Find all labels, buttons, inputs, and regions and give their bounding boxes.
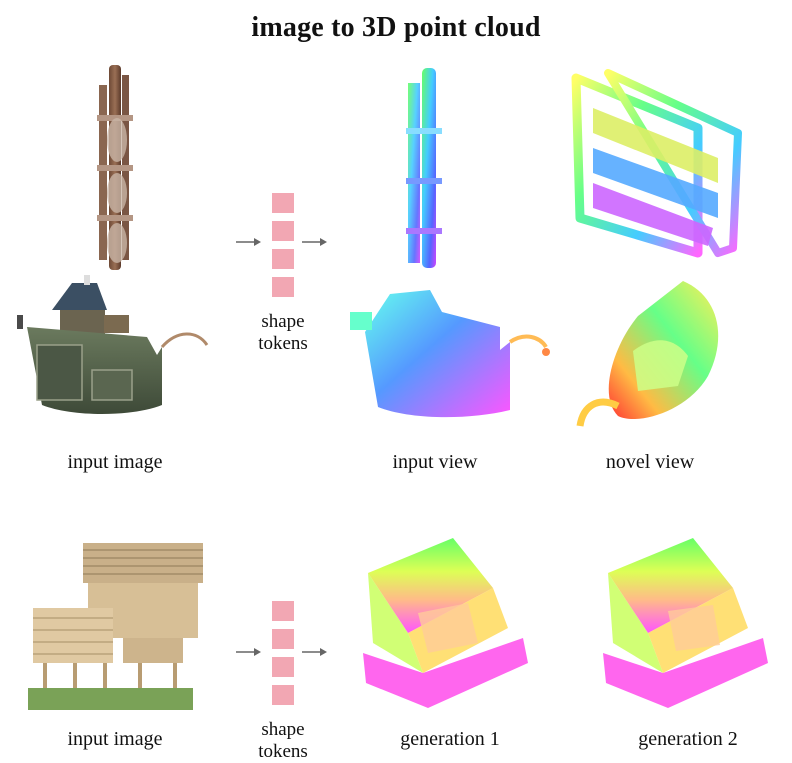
input-image-shelf bbox=[97, 65, 133, 270]
shape-tokens-label-line1: shape bbox=[261, 719, 305, 740]
input-image-label: input image bbox=[67, 728, 163, 750]
shape-tokens-label: shape tokens bbox=[248, 311, 318, 355]
figure-title: image to 3D point cloud bbox=[251, 12, 541, 43]
shape-token bbox=[272, 249, 294, 269]
shape-token bbox=[272, 657, 294, 677]
point-cloud-boat-novel-view bbox=[576, 281, 719, 427]
arrow-input-to-tokens-2 bbox=[236, 648, 261, 656]
shape-token bbox=[272, 601, 294, 621]
shape-tokens-label: shape tokens bbox=[248, 719, 318, 763]
novel-view-label: novel view bbox=[605, 451, 695, 473]
input-view-label: input view bbox=[392, 451, 478, 473]
shape-token bbox=[272, 629, 294, 649]
point-cloud-shelf-novel-view bbox=[571, 69, 742, 258]
shape-token bbox=[272, 685, 294, 705]
point-cloud-shelf-input-view bbox=[406, 68, 442, 268]
arrow-input-to-tokens-1 bbox=[236, 238, 261, 246]
point-cloud-house-generation-2 bbox=[603, 538, 768, 708]
shape-tokens-label-line2: tokens bbox=[258, 741, 308, 762]
generation-2-label: generation 2 bbox=[638, 728, 738, 750]
point-cloud-house-generation-1 bbox=[363, 538, 528, 708]
arrow-tokens-to-output-1 bbox=[302, 238, 327, 246]
generation-1-label: generation 1 bbox=[400, 728, 500, 750]
input-image-house bbox=[28, 543, 203, 710]
arrow-tokens-to-output-2 bbox=[302, 648, 327, 656]
input-image-boat bbox=[17, 275, 209, 414]
shape-tokens-label-line1: shape bbox=[261, 311, 305, 332]
input-image-label: input image bbox=[67, 451, 163, 473]
point-cloud-boat-input-view bbox=[350, 290, 550, 418]
shape-token bbox=[272, 277, 294, 297]
shape-tokens-label-line2: tokens bbox=[258, 333, 308, 354]
shape-token bbox=[272, 221, 294, 241]
shape-token bbox=[272, 193, 294, 213]
